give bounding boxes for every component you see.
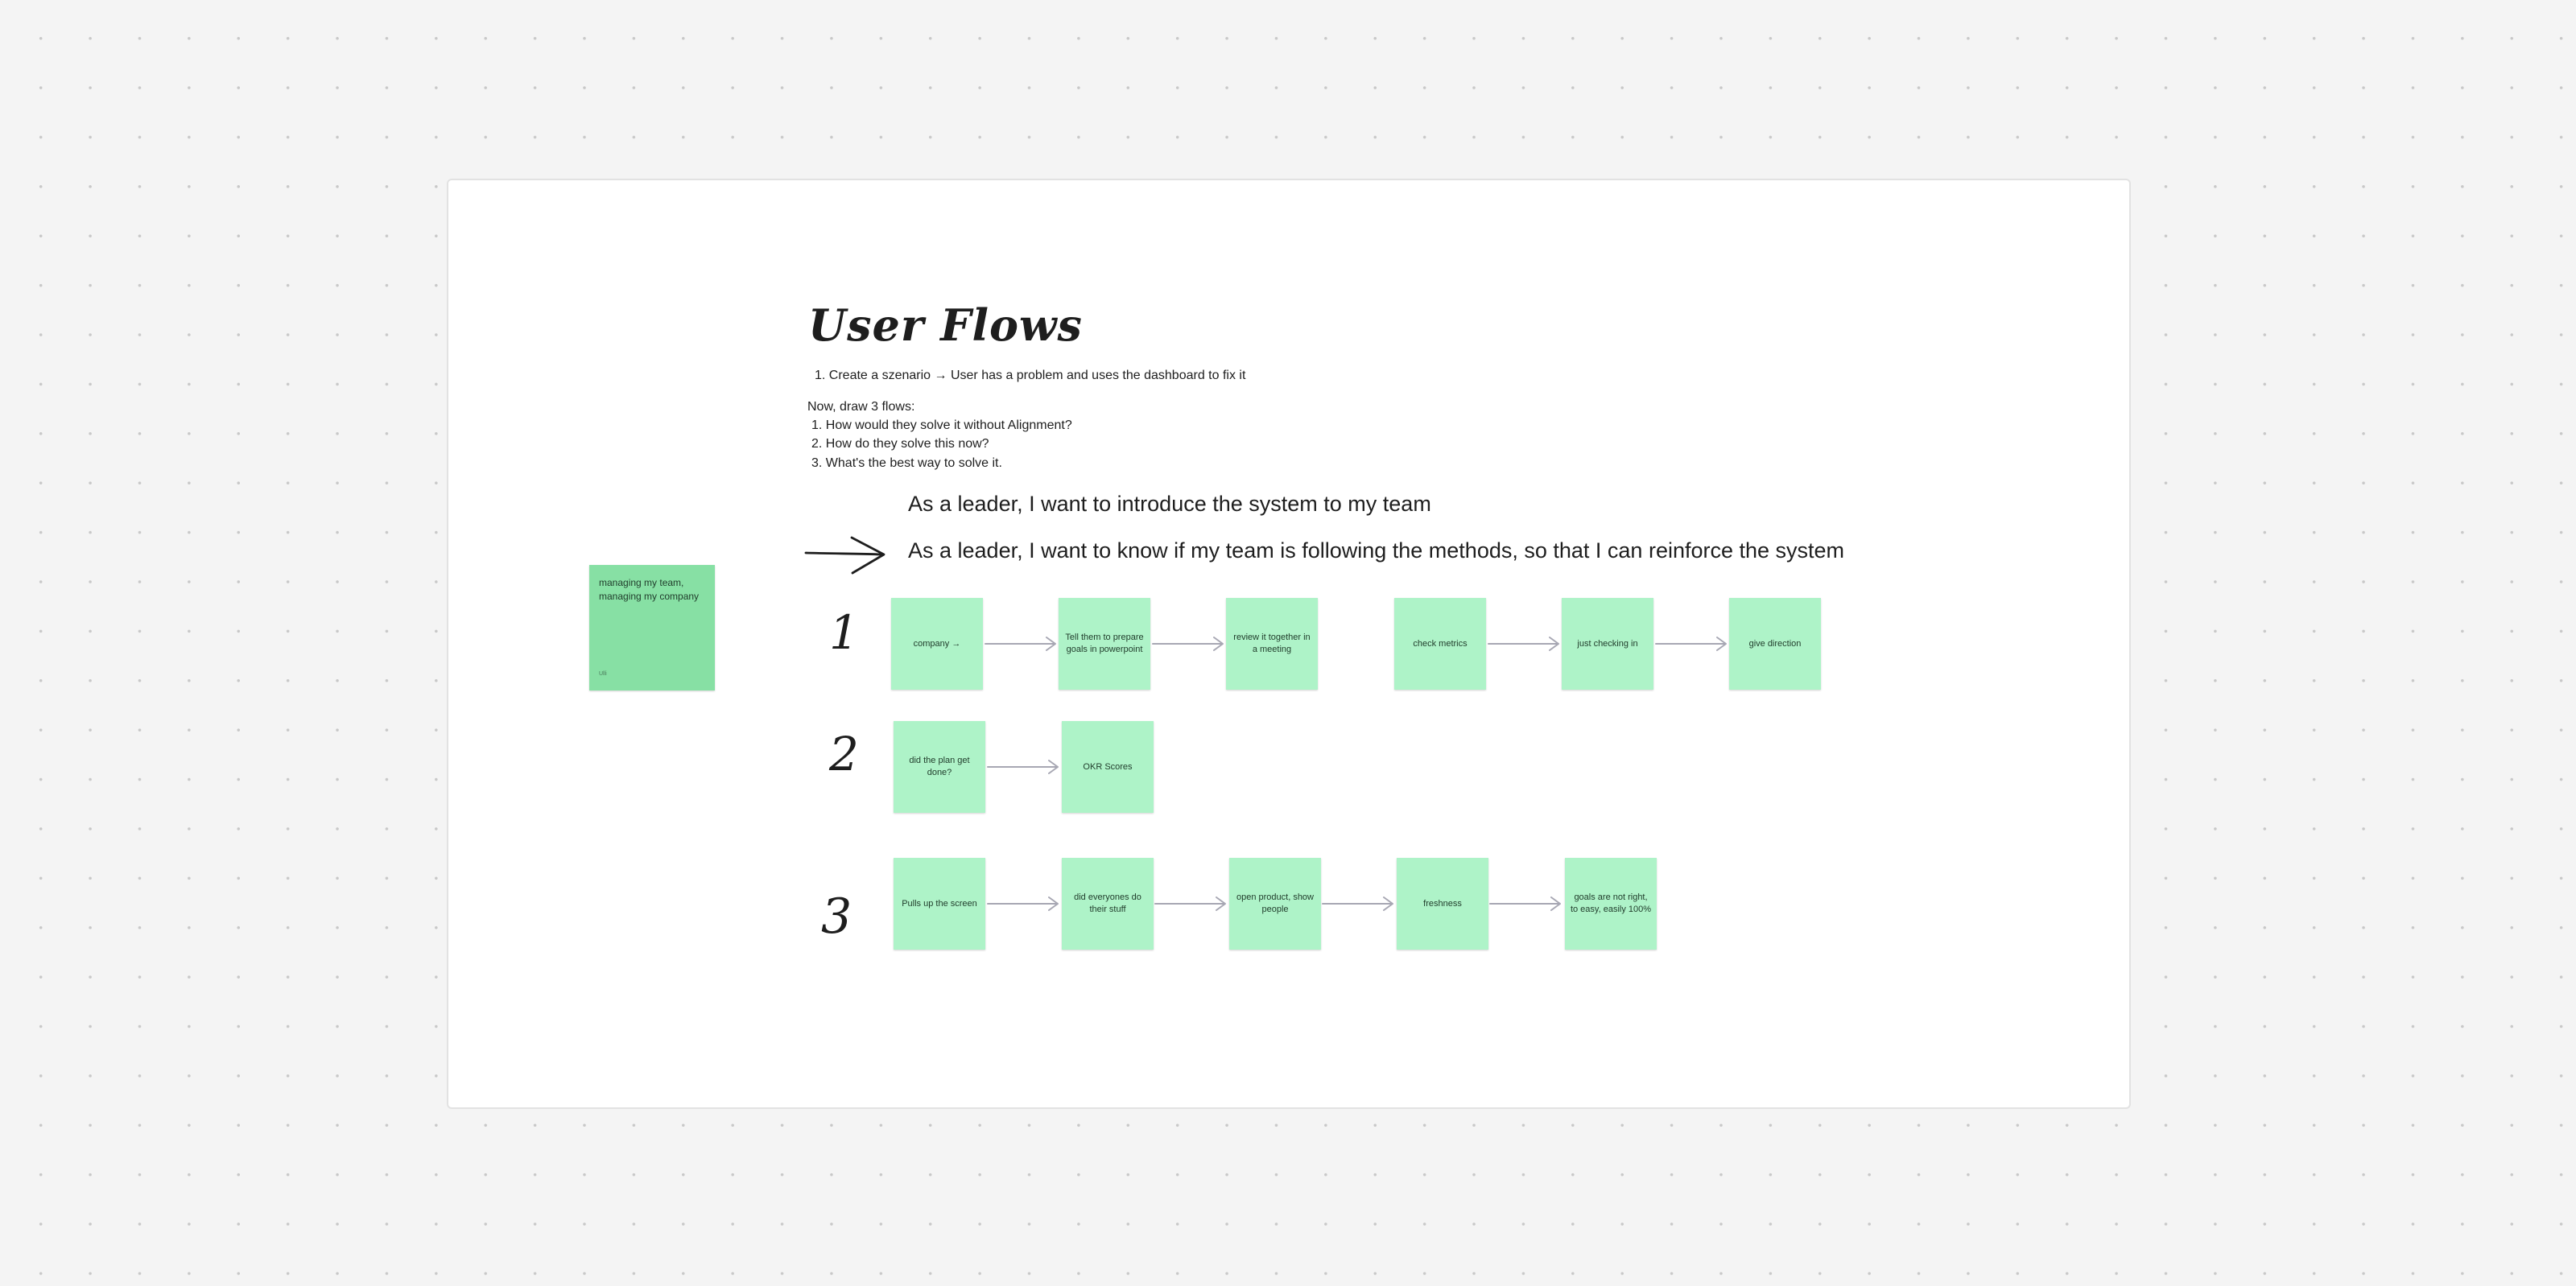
sticky-note-managing[interactable]: managing my team, managing my company Ul… bbox=[589, 565, 715, 690]
flow-connectors bbox=[985, 637, 1727, 911]
instruction-intro[interactable]: Now, draw 3 flows: bbox=[807, 400, 915, 414]
flow-question-1[interactable]: 1. How would they solve it without Align… bbox=[811, 418, 1072, 432]
sticky-flow1-review-meeting[interactable]: review it together in a meeting bbox=[1226, 598, 1318, 690]
sticky-flow3-pulls-up-screen[interactable]: Pulls up the screen bbox=[894, 858, 985, 950]
board-title[interactable]: User Flows bbox=[808, 299, 1083, 351]
connector-arrow[interactable] bbox=[1655, 637, 1727, 651]
pointer-arrow[interactable] bbox=[804, 536, 886, 575]
sticky-flow1-checking-in[interactable]: just checking in bbox=[1562, 598, 1653, 690]
sticky-flow2-plan-done[interactable]: did the plan get done? bbox=[894, 721, 985, 813]
sticky-flow2-okr-scores[interactable]: OKR Scores bbox=[1062, 721, 1154, 813]
connector-arrow[interactable] bbox=[1322, 896, 1393, 911]
connector-arrow[interactable] bbox=[1488, 637, 1559, 651]
connector-arrow[interactable] bbox=[987, 760, 1059, 774]
flow-label-1[interactable]: 1 bbox=[829, 605, 859, 660]
user-story-1[interactable]: As a leader, I want to introduce the sys… bbox=[908, 492, 1431, 516]
sticky-flow1-check-metrics[interactable]: check metrics bbox=[1394, 598, 1486, 690]
user-story-2[interactable]: As a leader, I want to know if my team i… bbox=[908, 538, 1845, 563]
flow-label-3[interactable]: 3 bbox=[821, 888, 852, 945]
flow-question-2[interactable]: 2. How do they solve this now? bbox=[811, 437, 989, 451]
sticky-flow3-freshness[interactable]: freshness bbox=[1397, 858, 1488, 950]
connector-arrow[interactable] bbox=[985, 637, 1056, 651]
sticky-note-author: Ulli bbox=[599, 671, 607, 677]
connector-arrow[interactable] bbox=[1154, 896, 1226, 911]
flow-label-2[interactable]: 2 bbox=[829, 727, 859, 781]
connector-arrow[interactable] bbox=[987, 896, 1059, 911]
connector-arrow[interactable] bbox=[1152, 637, 1224, 651]
sticky-flow3-open-product[interactable]: open product, show people bbox=[1229, 858, 1321, 950]
sticky-note-text: managing my team, managing my company bbox=[599, 577, 700, 602]
sticky-flow1-give-direction[interactable]: give direction bbox=[1729, 598, 1821, 690]
sticky-flow3-goals-not-right[interactable]: goals are not right, to easy, easily 100… bbox=[1565, 858, 1657, 950]
connector-arrow[interactable] bbox=[1489, 896, 1561, 911]
sticky-flow1-company[interactable]: company → bbox=[891, 598, 983, 690]
sticky-flow3-did-everyone[interactable]: did everyones do their stuff bbox=[1062, 858, 1154, 950]
flow-question-3[interactable]: 3. What's the best way to solve it. bbox=[811, 456, 1002, 470]
sticky-flow1-prepare-goals[interactable]: Tell them to prepare goals in powerpoint bbox=[1059, 598, 1150, 690]
instruction-step-1[interactable]: 1. Create a szenario → User has a proble… bbox=[815, 369, 1246, 382]
